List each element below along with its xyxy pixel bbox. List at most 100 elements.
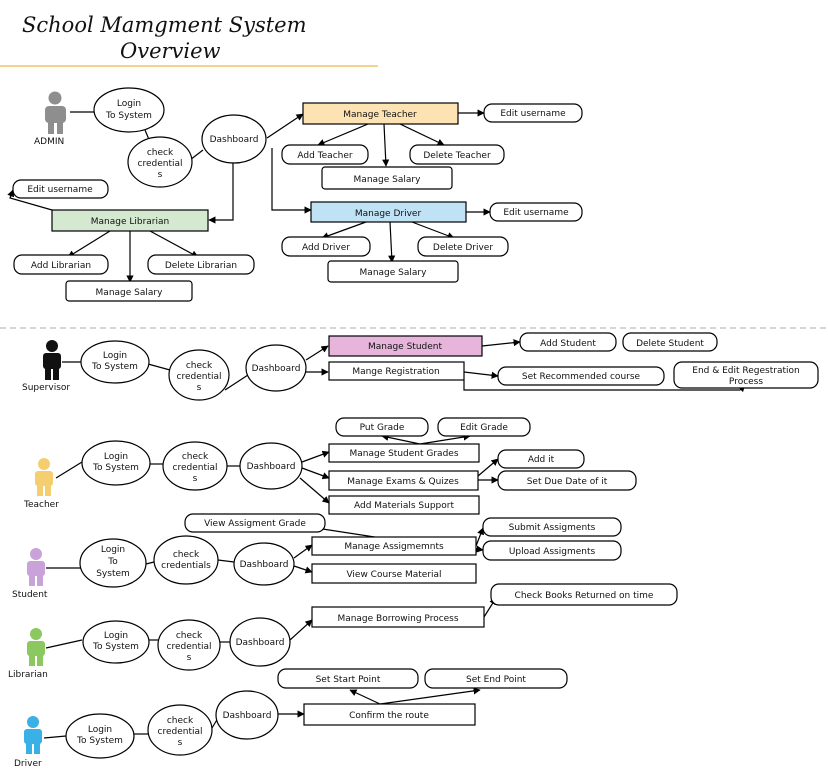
librarian-check-line-3: s — [187, 653, 192, 663]
add-student-box — [519, 332, 617, 352]
mange-registration-label: Mange Registration — [352, 367, 439, 377]
put-grade-box — [335, 417, 429, 437]
manage-student-box — [328, 335, 483, 357]
librarian-check-line-1: check — [176, 631, 203, 641]
manage-teacher-box — [302, 102, 459, 125]
set-start-point-box — [277, 668, 419, 689]
upload-assignments-label: Upload Assigments — [509, 547, 596, 557]
librarian-login-line-2: To System — [92, 642, 139, 652]
manage-salary-librarian-box — [65, 280, 193, 302]
manage-salary-librarian-label: Manage Salary — [96, 288, 164, 298]
teacher-check-line-3: s — [193, 474, 198, 484]
manage-salary-driver-box — [327, 260, 459, 283]
student-login-line-3: System — [96, 569, 130, 579]
teacher-actor-icon — [35, 458, 53, 496]
student-check-ellipse — [153, 535, 219, 585]
supervisor-check-line-3: s — [197, 383, 202, 393]
supervisor-actor-icon — [43, 340, 61, 380]
upload-assignments-box — [482, 540, 622, 561]
mange-registration-box — [328, 361, 465, 381]
manage-assignments-label: Manage Assigmemnts — [344, 542, 444, 552]
librarian-login-line-1: Login — [104, 631, 128, 641]
check-books-box — [490, 583, 678, 606]
manage-student-grades-label: Manage Student Grades — [349, 449, 458, 459]
teacher-label: Teacher — [23, 500, 59, 510]
add-driver-box — [281, 236, 371, 257]
connectors — [7, 109, 746, 739]
delete-librarian-box — [147, 254, 255, 275]
delete-teacher-box — [409, 144, 505, 165]
add-it-label: Add it — [528, 455, 555, 465]
set-due-date-box — [497, 470, 637, 491]
confirm-route-label: Confirm the route — [349, 711, 429, 721]
librarian-login-ellipse — [82, 620, 150, 664]
librarian-label: Librarian — [8, 670, 48, 680]
manage-exams-box — [328, 470, 479, 491]
add-it-box — [497, 449, 585, 469]
admin-check-line-2: credential — [138, 159, 183, 169]
view-course-material-box — [311, 563, 477, 584]
admin-check-line-1: check — [147, 148, 174, 158]
edit-grade-label: Edit Grade — [460, 423, 508, 433]
check-books-label: Check Books Returned on time — [515, 591, 654, 601]
put-grade-label: Put Grade — [360, 423, 405, 433]
driver-check-ellipse — [147, 704, 213, 756]
student-dashboard-label: Dashboard — [240, 560, 289, 570]
driver-actor-icon — [24, 716, 42, 754]
supervisor-login-ellipse — [80, 340, 150, 384]
teacher-login-line-1: Login — [104, 452, 128, 462]
delete-driver-box — [417, 236, 509, 257]
supervisor-login-line-1: Login — [103, 351, 127, 361]
admin-check-line-3: s — [158, 170, 163, 180]
supervisor-label: Supervisor — [22, 383, 70, 393]
driver-label: Driver — [14, 759, 42, 769]
view-assignment-grade-box — [184, 513, 326, 533]
admin-actor-icon — [45, 91, 66, 134]
delete-driver-label: Delete Driver — [433, 243, 493, 253]
edit-grade-box — [437, 417, 531, 437]
submit-assignments-box — [482, 517, 622, 537]
title-line-1: School Mamgment System — [22, 13, 307, 37]
driver-dashboard-label: Dashboard — [223, 711, 272, 721]
student-check-line-1: check — [173, 550, 200, 560]
admin-login-line-1: Login — [117, 99, 141, 109]
end-edit-registration-line-2: Process — [729, 377, 763, 387]
admin-login-ellipse — [93, 87, 165, 133]
add-teacher-box — [281, 144, 369, 165]
manage-salary-driver-label: Manage Salary — [360, 268, 428, 278]
manage-assignments-box — [311, 536, 477, 556]
add-teacher-label: Add Teacher — [297, 151, 352, 161]
teacher-login-line-2: To System — [92, 463, 139, 473]
student-label: Student — [12, 590, 48, 600]
manage-salary-teacher-label: Manage Salary — [354, 175, 422, 185]
driver-check-line-3: s — [178, 738, 183, 748]
view-assignment-grade-label: View Assigment Grade — [204, 519, 306, 529]
submit-assignments-label: Submit Assigments — [509, 523, 596, 533]
end-edit-registration-line-1: End & Edit Regestration — [692, 366, 799, 376]
student-login-ellipse — [79, 538, 147, 588]
admin-label: ADMIN — [34, 137, 64, 147]
manage-exams-label: Manage Exams & Quizes — [347, 477, 459, 487]
add-driver-label: Add Driver — [302, 243, 350, 253]
set-end-point-label: Set End Point — [466, 675, 526, 685]
add-student-label: Add Student — [540, 339, 596, 349]
student-actor-icon — [27, 548, 45, 586]
driver-login-line-2: To System — [76, 736, 123, 746]
view-course-material-label: View Course Material — [346, 570, 441, 580]
librarian-check-line-2: credential — [167, 642, 212, 652]
driver-dashboard-ellipse — [215, 690, 279, 740]
confirm-route-box — [303, 703, 476, 726]
set-recommended-course-label: Set Recommended course — [522, 372, 641, 382]
add-materials-support-label: Add Materials Support — [354, 501, 454, 511]
delete-teacher-label: Delete Teacher — [423, 151, 491, 161]
add-materials-support-box — [328, 495, 480, 515]
supervisor-dashboard-ellipse — [245, 344, 307, 392]
manage-borrowing-label: Manage Borrowing Process — [337, 614, 458, 624]
student-login-line-2: To — [107, 557, 118, 567]
manage-borrowing-box — [311, 606, 485, 628]
manage-librarian-box — [51, 209, 209, 232]
admin-edit-username-librarian-box — [12, 179, 109, 199]
admin-login-line-2: To System — [105, 111, 152, 121]
supervisor-check-line-2: credential — [177, 372, 222, 382]
admin-edit-username-teacher-box — [483, 103, 583, 123]
